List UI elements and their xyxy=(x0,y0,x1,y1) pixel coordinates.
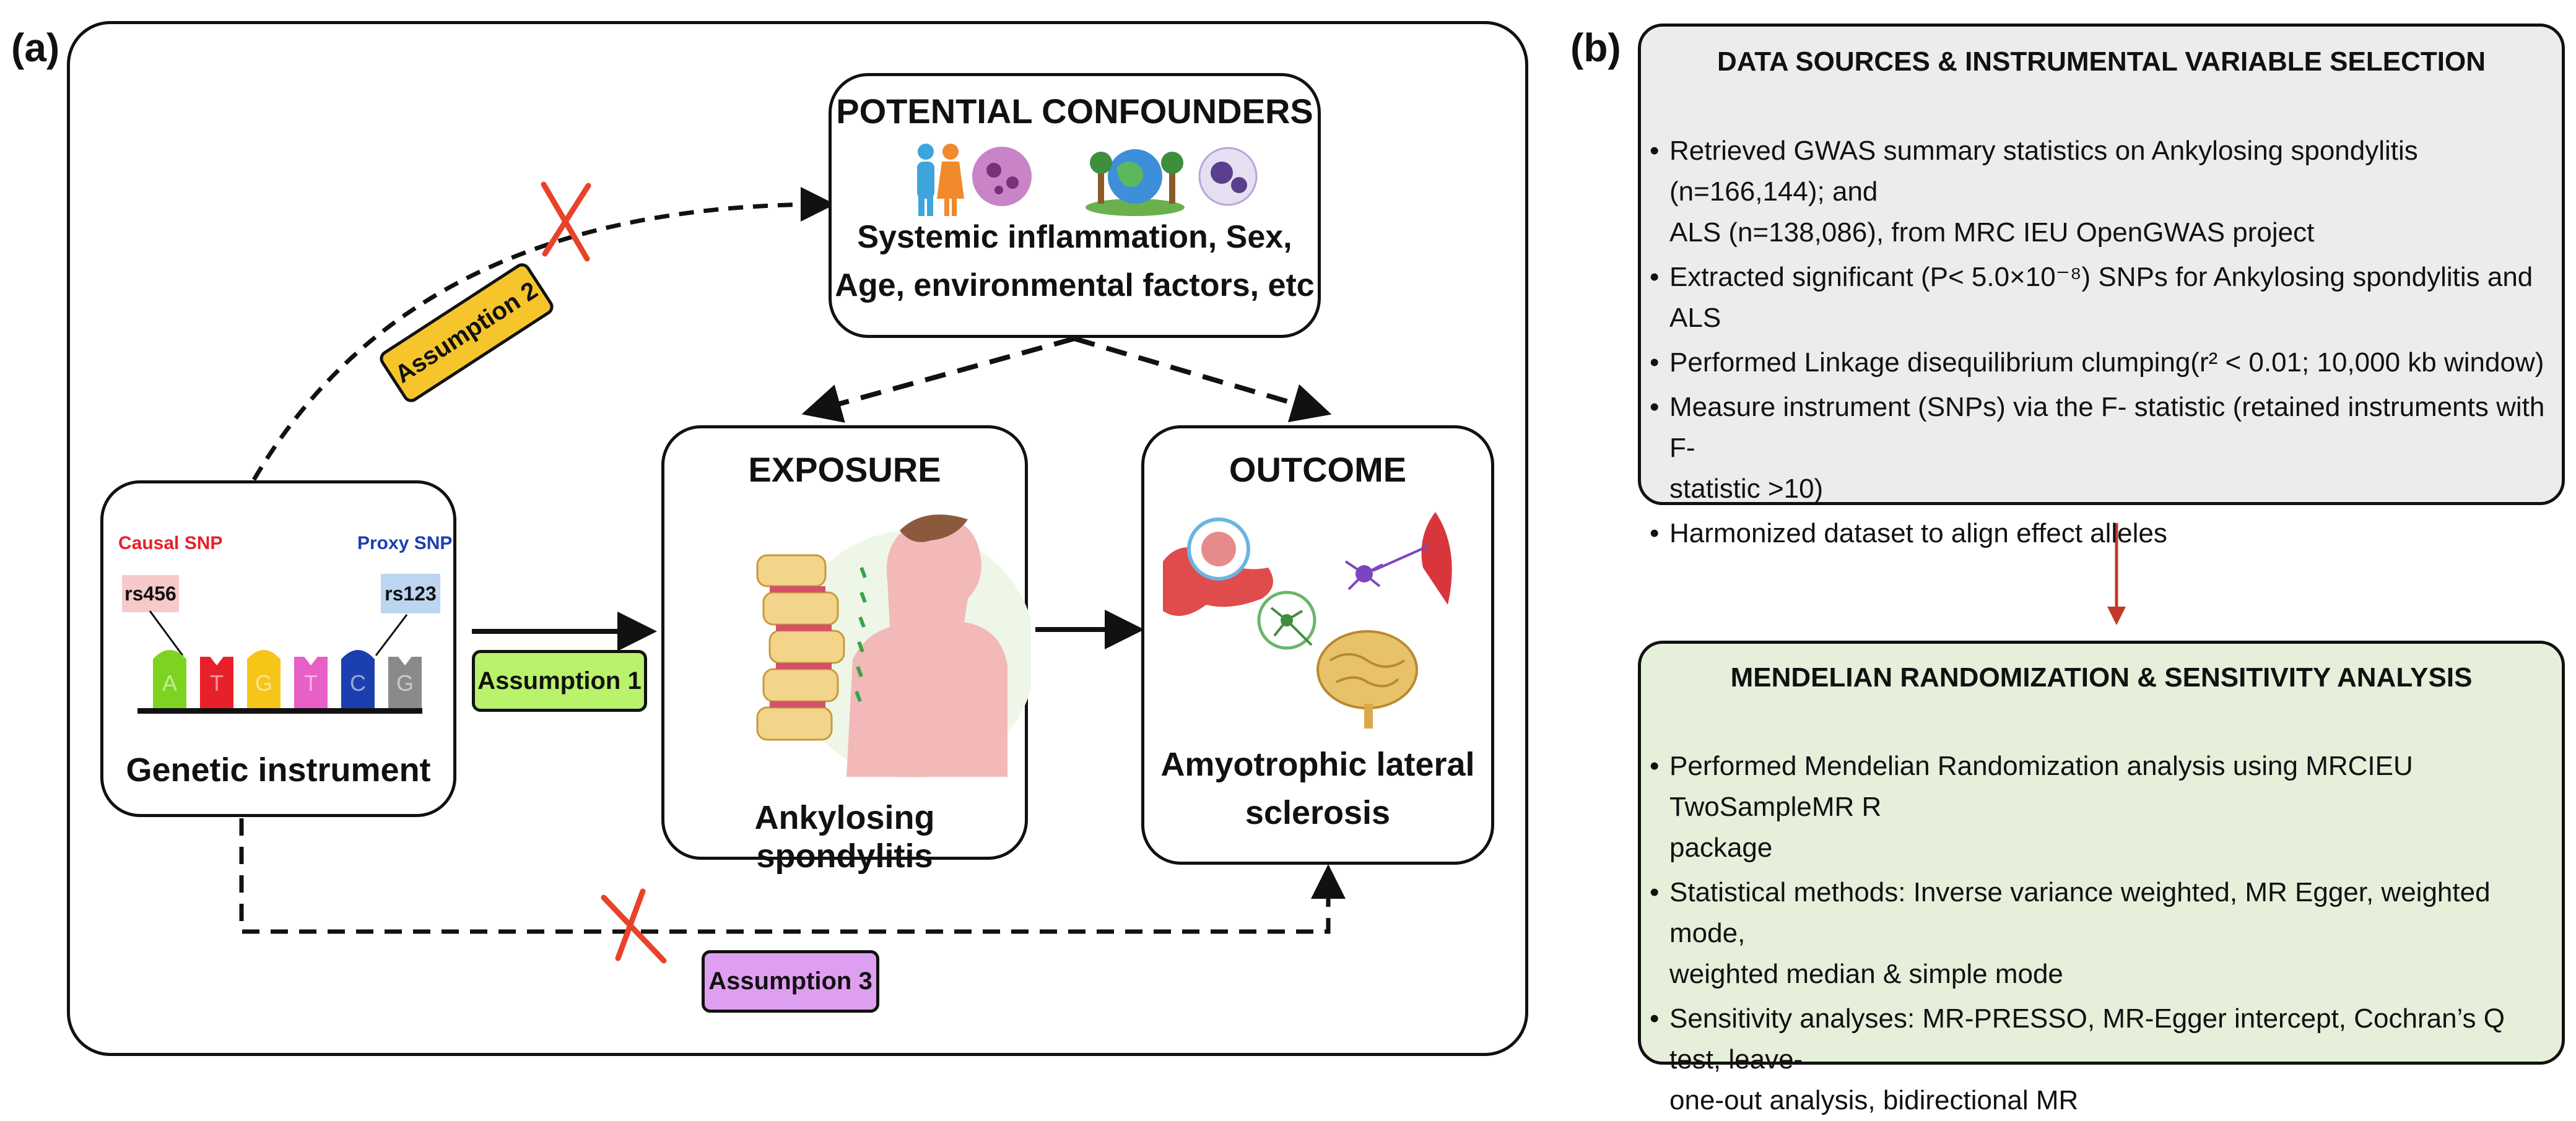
confounder-icons xyxy=(917,144,1258,216)
dna-base-3: T xyxy=(294,657,328,708)
environment-icon xyxy=(1086,149,1185,216)
data-sources-list: Retrieved GWAS summary statistics on Ank… xyxy=(1647,131,2557,554)
list-item: Sensitivity analyses: MR-PRESSO, MR-Egge… xyxy=(1647,998,2557,1121)
dna-base-0: A xyxy=(153,650,186,708)
assumption3-cross xyxy=(601,888,667,964)
exposure-caption: Ankylosing spondylitis xyxy=(754,799,935,875)
assumption2-arrow xyxy=(251,187,835,481)
dna-base-letter: G xyxy=(396,670,414,696)
assumption3-arrow xyxy=(239,818,1346,934)
arm-muscle-icon xyxy=(1163,517,1273,616)
proxy-snp-id: rs123 xyxy=(381,574,440,613)
spine-icon xyxy=(756,554,845,741)
list-item: Performed Linkage disequilibrium clumpin… xyxy=(1647,342,2557,383)
brain-icon xyxy=(1316,630,1418,729)
muscle-fiber-icon xyxy=(1421,512,1452,605)
assumption1-label: Assumption 1 xyxy=(472,650,647,712)
confounders-line1: Systemic inflammation, Sex, xyxy=(857,219,1292,255)
panel-a-connectors xyxy=(239,181,2126,964)
people-icon xyxy=(917,144,964,216)
confounders-line2: Age, environmental factors, etc xyxy=(835,267,1315,303)
confounder-to-outcome-arrow xyxy=(1073,336,1332,423)
list-item: Retrieved GWAS summary statistics on Ank… xyxy=(1647,131,2557,253)
list-item: Statistical methods: Inverse variance we… xyxy=(1647,872,2557,995)
dna-base-letter: A xyxy=(162,670,177,696)
dna-base-letter: T xyxy=(210,670,224,696)
assumption2-cross xyxy=(541,181,591,262)
confounders-title: POTENTIAL CONFOUNDERS xyxy=(836,92,1313,131)
dna-base-1: T xyxy=(200,657,233,708)
proxy-snp-label: Proxy SNP xyxy=(357,533,453,553)
dna-base-letter: C xyxy=(350,670,366,696)
confounders-box: POTENTIAL CONFOUNDERS S xyxy=(829,73,1321,338)
outcome-caption-line1: Amyotrophic lateral xyxy=(1160,746,1475,783)
list-item: Performed Mendelian Randomization analys… xyxy=(1647,746,2557,868)
mr-analysis-list: Performed Mendelian Randomization analys… xyxy=(1647,746,2557,1121)
person-icon xyxy=(846,517,1007,777)
causal-snp-label: Causal SNP xyxy=(118,533,223,553)
dna-base-5: G xyxy=(388,657,422,708)
dna-base-letter: T xyxy=(304,670,318,696)
panel-a-frame xyxy=(67,21,1528,1056)
inflammation-cell-icon xyxy=(972,147,1032,206)
data-sources-title: DATA SOURCES & INSTRUMENTAL VARIABLE SEL… xyxy=(1717,46,2486,77)
causal-snp-id: rs456 xyxy=(122,575,179,612)
immune-cell-icon xyxy=(1198,147,1258,206)
instrument-caption: Genetic instrument xyxy=(126,751,431,789)
outcome-box: OUTCOME Amyotrophic lateral sclerosis xyxy=(1141,425,1494,865)
list-item: Harmonized dataset to align effect allel… xyxy=(1647,513,2557,554)
spine-illustration xyxy=(756,514,1031,778)
outcome-title: OUTCOME xyxy=(1229,450,1407,489)
panel-b-label: (b) xyxy=(1570,25,1621,70)
outcome-caption-line2: sclerosis xyxy=(1245,794,1391,831)
neuron-icon xyxy=(1257,545,1429,650)
confounder-to-exposure-arrow xyxy=(801,336,1076,423)
exposure-title: EXPOSURE xyxy=(748,450,941,489)
dna-base-2: G xyxy=(247,650,281,708)
list-item: Measure instrument (SNPs) via the F- sta… xyxy=(1647,387,2557,509)
data-sources-box: DATA SOURCES & INSTRUMENTAL VARIABLE SEL… xyxy=(1638,24,2565,554)
mr-analysis-box: MENDELIAN RANDOMIZATION & SENSITIVITY AN… xyxy=(1638,641,2565,1115)
list-item: Extracted significant (P< 5.0×10⁻⁸) SNPs… xyxy=(1647,257,2557,339)
dna-base-4: C xyxy=(341,650,375,708)
dna-base-letter: G xyxy=(255,670,272,696)
als-illustration xyxy=(1163,512,1452,729)
exposure-box: EXPOSURE Ankylosing spondylitis xyxy=(661,425,1031,875)
mr-analysis-title: MENDELIAN RANDOMIZATION & SENSITIVITY AN… xyxy=(1730,662,2473,693)
assumption3-label: Assumption 3 xyxy=(702,950,879,1013)
panel-a-label: (a) xyxy=(11,25,60,70)
